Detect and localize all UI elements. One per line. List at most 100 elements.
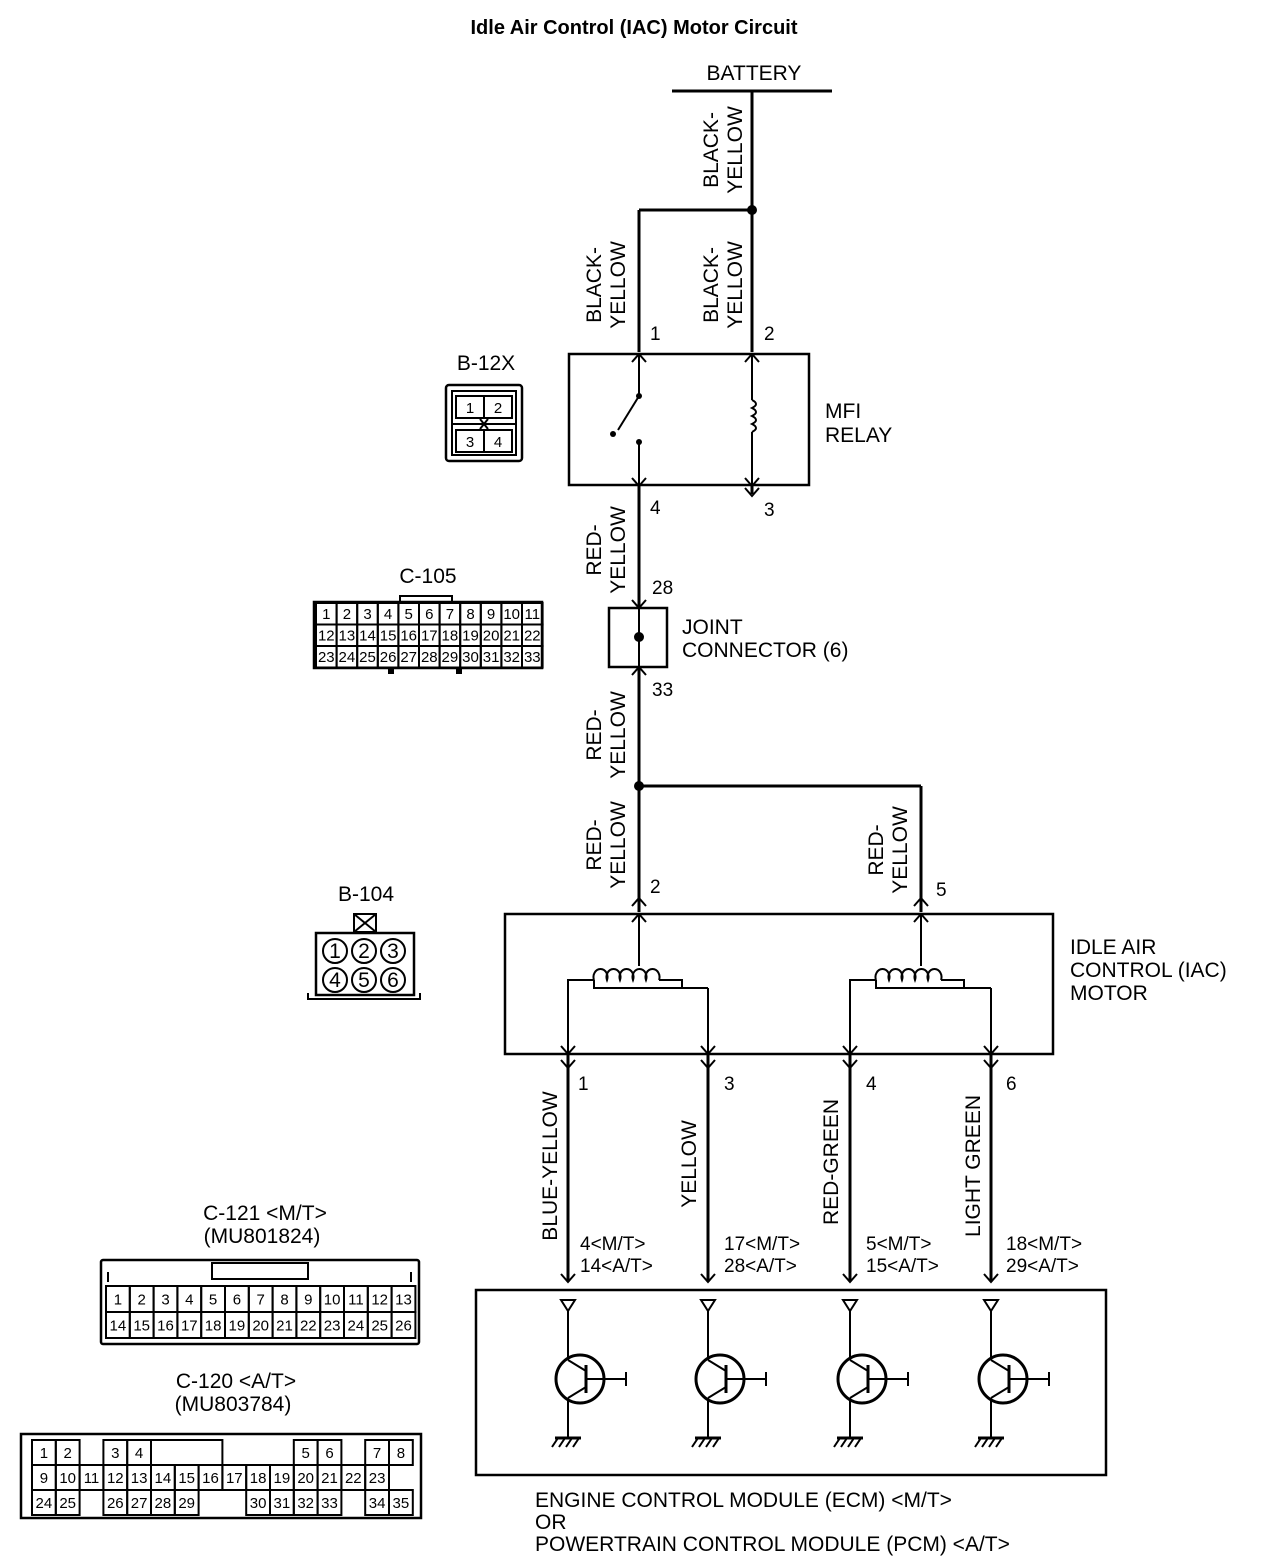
transistor-collector bbox=[707, 1359, 727, 1372]
module-pin4-mt: 18<M/T> bbox=[1006, 1234, 1082, 1255]
iac-pin-5: 5 bbox=[936, 880, 947, 901]
c120-cell-label: 24 bbox=[36, 1495, 53, 1512]
ground-hatch bbox=[698, 1437, 706, 1448]
c120-cell-label: 1 bbox=[40, 1445, 48, 1462]
wire-iac-pin5-line1: RED- bbox=[865, 824, 888, 875]
c120-cell-label: 13 bbox=[131, 1470, 148, 1487]
c105-cell-label: 23 bbox=[318, 649, 335, 666]
b104-shell bbox=[314, 931, 416, 997]
relay-pin-1: 1 bbox=[650, 324, 661, 345]
c121-cell-label: 19 bbox=[229, 1317, 246, 1334]
c105-cell-label: 6 bbox=[425, 606, 433, 623]
joint-splice bbox=[634, 632, 644, 642]
c120-cell-label: 3 bbox=[111, 1445, 119, 1462]
b104-cell bbox=[322, 938, 348, 964]
b104-cell-label: 5 bbox=[358, 969, 370, 992]
c105-cell-label: 11 bbox=[525, 606, 541, 623]
c105-cell-label: 2 bbox=[343, 606, 351, 623]
c105-cell-label: 26 bbox=[380, 649, 397, 666]
c121-cell-label: 1 bbox=[114, 1291, 122, 1308]
relay-pin-3: 3 bbox=[764, 500, 775, 521]
c121-cell-label: 22 bbox=[300, 1317, 317, 1334]
diagram-title: Idle Air Control (IAC) Motor Circuit bbox=[470, 17, 797, 39]
b104-cell bbox=[351, 967, 377, 993]
module-pin2-arrow bbox=[700, 1273, 716, 1284]
c120-part: (MU803784) bbox=[175, 1393, 292, 1416]
c120-cell-label: 25 bbox=[59, 1495, 76, 1512]
ground-hatch bbox=[558, 1437, 566, 1448]
module-label-line1: ENGINE CONTROL MODULE (ECM) <M/T> bbox=[535, 1489, 952, 1512]
ground-hatch bbox=[705, 1437, 713, 1448]
wire-relay-pin2-line1: BLACK- bbox=[700, 247, 723, 323]
c121-cell-label: 25 bbox=[371, 1317, 388, 1334]
c121-cell-label: 4 bbox=[185, 1291, 193, 1308]
ground-hatch bbox=[854, 1437, 862, 1448]
iac-pin-2: 2 bbox=[650, 877, 661, 898]
module-pin1-arrow bbox=[560, 1273, 576, 1284]
c120-cell-label: 21 bbox=[321, 1470, 338, 1487]
transistor-emitter bbox=[567, 1386, 587, 1399]
wire-joint-out-line2: YELLOW bbox=[607, 691, 630, 779]
c120-cell-label: 17 bbox=[226, 1470, 243, 1487]
c120-cell-label: 28 bbox=[155, 1495, 172, 1512]
c121-name: C-121 <M/T> bbox=[203, 1202, 327, 1225]
iac-label-line3: MOTOR bbox=[1070, 982, 1148, 1005]
c105-cell-label: 31 bbox=[483, 649, 500, 666]
c121-cell-label: 7 bbox=[257, 1291, 265, 1308]
c105-cell-label: 32 bbox=[503, 649, 520, 666]
c105-cell-label: 7 bbox=[446, 606, 454, 623]
c121-cell-label: 12 bbox=[371, 1291, 388, 1308]
c105-cell-label: 18 bbox=[442, 627, 459, 644]
module-pin4-arrow bbox=[983, 1273, 999, 1284]
c120-blank-block bbox=[150, 1439, 224, 1466]
c105-cell-label: 4 bbox=[384, 606, 392, 623]
c121-cell-label: 8 bbox=[280, 1291, 288, 1308]
module-pin2-at: 28<A/T> bbox=[724, 1256, 797, 1277]
c120-cell-label: 5 bbox=[302, 1445, 310, 1462]
c121-cell-label: 2 bbox=[138, 1291, 146, 1308]
c105-latch bbox=[399, 595, 453, 602]
ground-hatch bbox=[572, 1437, 580, 1448]
iac-pin-6: 6 bbox=[1006, 1074, 1017, 1095]
c120-cell-label: 7 bbox=[373, 1445, 381, 1462]
c120-cell bbox=[54, 1489, 81, 1516]
module-pin2-mt: 17<M/T> bbox=[724, 1234, 800, 1255]
module-pin3-at: 15<A/T> bbox=[866, 1256, 939, 1277]
wire-label-yellow: YELLOW bbox=[678, 1120, 701, 1208]
b104-cell-label: 6 bbox=[387, 969, 399, 992]
c120-cell-label: 23 bbox=[369, 1470, 386, 1487]
relay-coil-icon bbox=[749, 399, 757, 433]
c121-cell-label: 13 bbox=[395, 1291, 412, 1308]
b104-cell-label: 2 bbox=[358, 940, 370, 963]
c105-cell-label: 8 bbox=[466, 606, 474, 623]
c120-cell-label: 35 bbox=[393, 1495, 410, 1512]
relay-label-line2: RELAY bbox=[825, 424, 892, 447]
coil-a-icon bbox=[567, 968, 709, 1054]
module-label-line3: POWERTRAIN CONTROL MODULE (PCM) <A/T> bbox=[535, 1533, 1010, 1556]
b12x-label-4: 4 bbox=[494, 434, 502, 451]
c105-cell-label: 5 bbox=[405, 606, 413, 623]
c105-cell-label: 1 bbox=[322, 606, 330, 623]
c120-cell-label: 6 bbox=[325, 1445, 333, 1462]
c120-cell-label: 2 bbox=[64, 1445, 72, 1462]
iac-pin2-arrow bbox=[631, 896, 647, 907]
b104-latch-icon bbox=[353, 913, 377, 933]
iac-label-line1: IDLE AIR bbox=[1070, 936, 1156, 959]
c120-cell-label: 33 bbox=[321, 1495, 338, 1512]
wire-label-light-green: LIGHT GREEN bbox=[962, 1095, 985, 1237]
c105-cell-label: 10 bbox=[503, 606, 520, 623]
c121-cell-label: 15 bbox=[133, 1317, 150, 1334]
module-pin1-mt: 4<M/T> bbox=[580, 1234, 645, 1255]
wire-iac-pin2-line2: YELLOW bbox=[607, 801, 630, 889]
wire-label-blue-yellow: BLUE-YELLOW bbox=[539, 1091, 562, 1241]
module-pin1-at: 14<A/T> bbox=[580, 1256, 653, 1277]
c121-cell-label: 10 bbox=[324, 1291, 341, 1308]
ground-hatch bbox=[691, 1437, 699, 1448]
c120-shell bbox=[19, 1432, 423, 1520]
iac-pin5-arrow bbox=[913, 896, 929, 907]
b12x-label-1: 1 bbox=[466, 400, 474, 417]
c121-cell-label: 16 bbox=[157, 1317, 174, 1334]
